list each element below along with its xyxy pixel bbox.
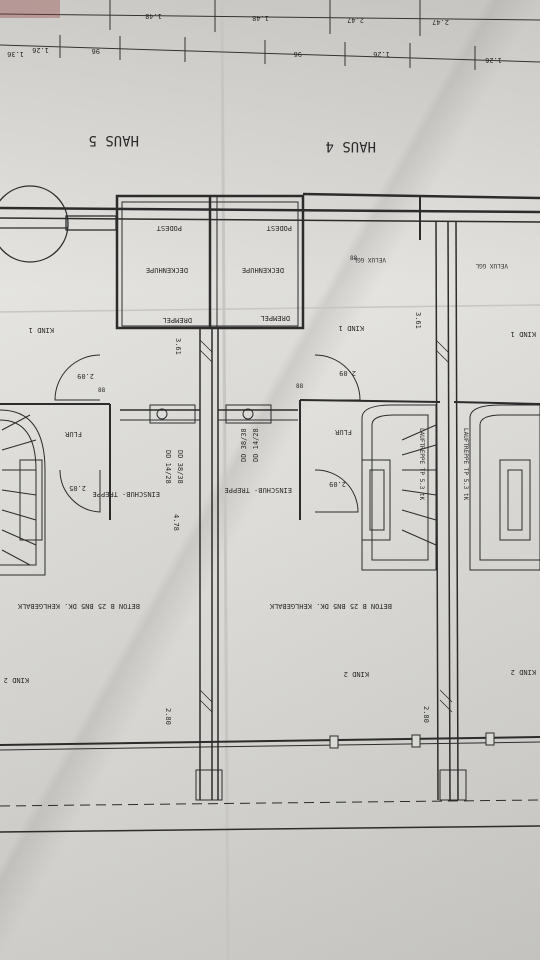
chimney-fixtures	[149, 404, 467, 801]
room-label: EINSCHUB- TREPPE	[225, 486, 292, 494]
dim-label: 88	[296, 383, 304, 390]
room-label: DREMPEL	[162, 316, 192, 324]
staircase-right	[361, 404, 437, 571]
room-label: LAUFTREPPE TP 5.3 tK	[418, 428, 425, 501]
room-label: EINSCHUB- TREPPE	[93, 490, 160, 498]
room-label: DECKENHUPE	[242, 266, 284, 274]
shadow-corner	[0, 0, 60, 18]
dim-label: 1.26	[32, 46, 49, 54]
dim-label: 1.36	[7, 50, 24, 58]
room-label: VELUX GGL	[353, 256, 386, 263]
dim-label: 2.47	[432, 18, 449, 26]
staircase-far-right	[469, 404, 540, 571]
room-label: KIND 2	[511, 668, 536, 676]
room-label: FLUR	[334, 428, 352, 436]
room-label: DREMPEL	[260, 314, 290, 322]
dim-label: 3.61	[414, 312, 422, 329]
room-label: BETON B 25 BN5 DK. KEHLGEBALK	[269, 602, 392, 610]
dim-label: 2.05	[69, 484, 86, 492]
dim-label: 1.48	[252, 14, 269, 22]
hatched-walls	[199, 339, 453, 713]
room-label: KIND 1	[29, 326, 54, 334]
dim-label: DD 38/38	[240, 428, 248, 462]
dim-label: 2.47	[347, 16, 364, 24]
dim-label: 96	[294, 50, 302, 58]
room-label: KIND 1	[339, 324, 364, 332]
dim-label: 2.80	[164, 708, 172, 725]
dim-label: DD 38/38	[176, 450, 184, 484]
dim-label: 1.48	[145, 12, 162, 20]
dim-label: 3.61	[174, 338, 182, 355]
room-label: PODEST	[266, 224, 292, 232]
dim-label: 88	[350, 255, 358, 262]
haus-5-label: HAUS 5	[88, 132, 139, 148]
room-label: KIND 1	[511, 330, 536, 338]
dim-label: 88	[98, 387, 106, 394]
room-label: VELUX GGL	[475, 262, 508, 269]
wall-lines	[0, 192, 540, 833]
dim-label: 96	[92, 47, 100, 55]
room-label: FLUR	[64, 430, 82, 438]
dim-label: 2.09	[339, 369, 356, 377]
room-label: BETON B 25 BN5 DK. KEHLGEBALK	[17, 602, 140, 610]
room-label: KIND 2	[344, 670, 369, 678]
dim-label: 4.78	[172, 514, 180, 531]
room-label: PODEST	[156, 224, 182, 232]
haus-4-label: HAUS 4	[325, 138, 376, 154]
vertical-fold	[220, 0, 230, 960]
dim-label: 2.80	[422, 706, 430, 723]
top-dimension-labels: 1.36 96 1.26 96 1.26 1.26 1.48 1.48 2.47…	[7, 12, 502, 64]
staircase-left	[0, 409, 46, 576]
doors	[54, 354, 361, 513]
dim-label: DD 14/28	[252, 428, 260, 462]
misc-dimensions: 2.09 2.09 2.05 2.09 3.61 3.61 2.80 2.80 …	[69, 255, 430, 725]
dim-label: 2.09	[77, 372, 94, 380]
dim-label: 1.26	[373, 50, 390, 58]
dim-label: 2.09	[329, 480, 346, 488]
room-label: KIND 2	[4, 676, 29, 684]
horizontal-fold	[0, 304, 540, 313]
round-window	[0, 185, 117, 263]
room-label: LAUFTREPPE TP 5.3 tK	[462, 428, 469, 501]
dim-label: DD 14/28	[164, 450, 172, 484]
wall-markers	[329, 732, 495, 749]
top-dimension-lines	[0, 0, 540, 70]
room-label: DECKENHUPE	[146, 266, 188, 274]
room-labels: PODEST PODEST DECKENHUPE DECKENHUPE DREM…	[4, 224, 536, 684]
dim-label: 1.26	[485, 56, 502, 64]
